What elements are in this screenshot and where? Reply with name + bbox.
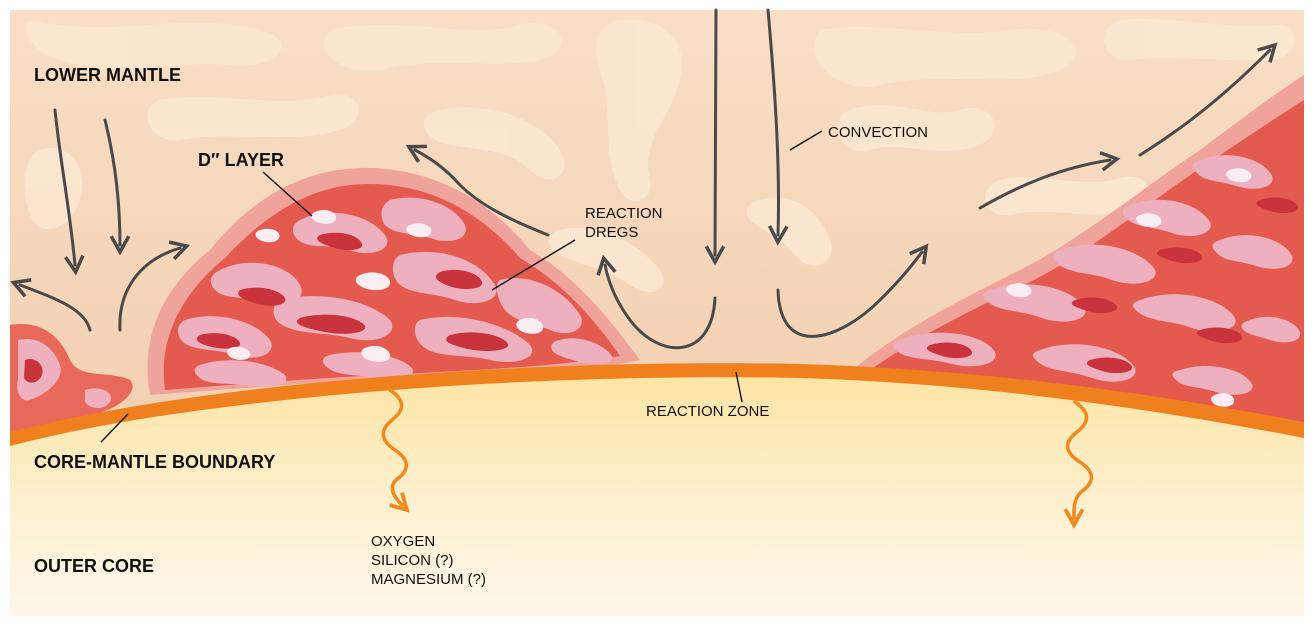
- label-element-silicon: SILICON (?): [371, 552, 454, 569]
- label-reaction-dregs-line2: DREGS: [585, 224, 638, 241]
- label-reaction-zone: REACTION ZONE: [646, 403, 769, 420]
- label-element-magnesium: MAGNESIUM (?): [371, 571, 486, 588]
- label-outer-core: OUTER CORE: [34, 556, 154, 576]
- label-reaction-dregs-line1: REACTION: [585, 205, 663, 222]
- label-lower-mantle: LOWER MANTLE: [34, 65, 181, 85]
- label-element-oxygen: OXYGEN: [371, 533, 435, 550]
- label-d-layer: D″ LAYER: [198, 150, 284, 170]
- convection-arrow-center-left-down: [715, 10, 716, 255]
- label-convection: CONVECTION: [828, 124, 928, 141]
- label-core-mantle-boundary: CORE-MANTLE BOUNDARY: [34, 452, 275, 472]
